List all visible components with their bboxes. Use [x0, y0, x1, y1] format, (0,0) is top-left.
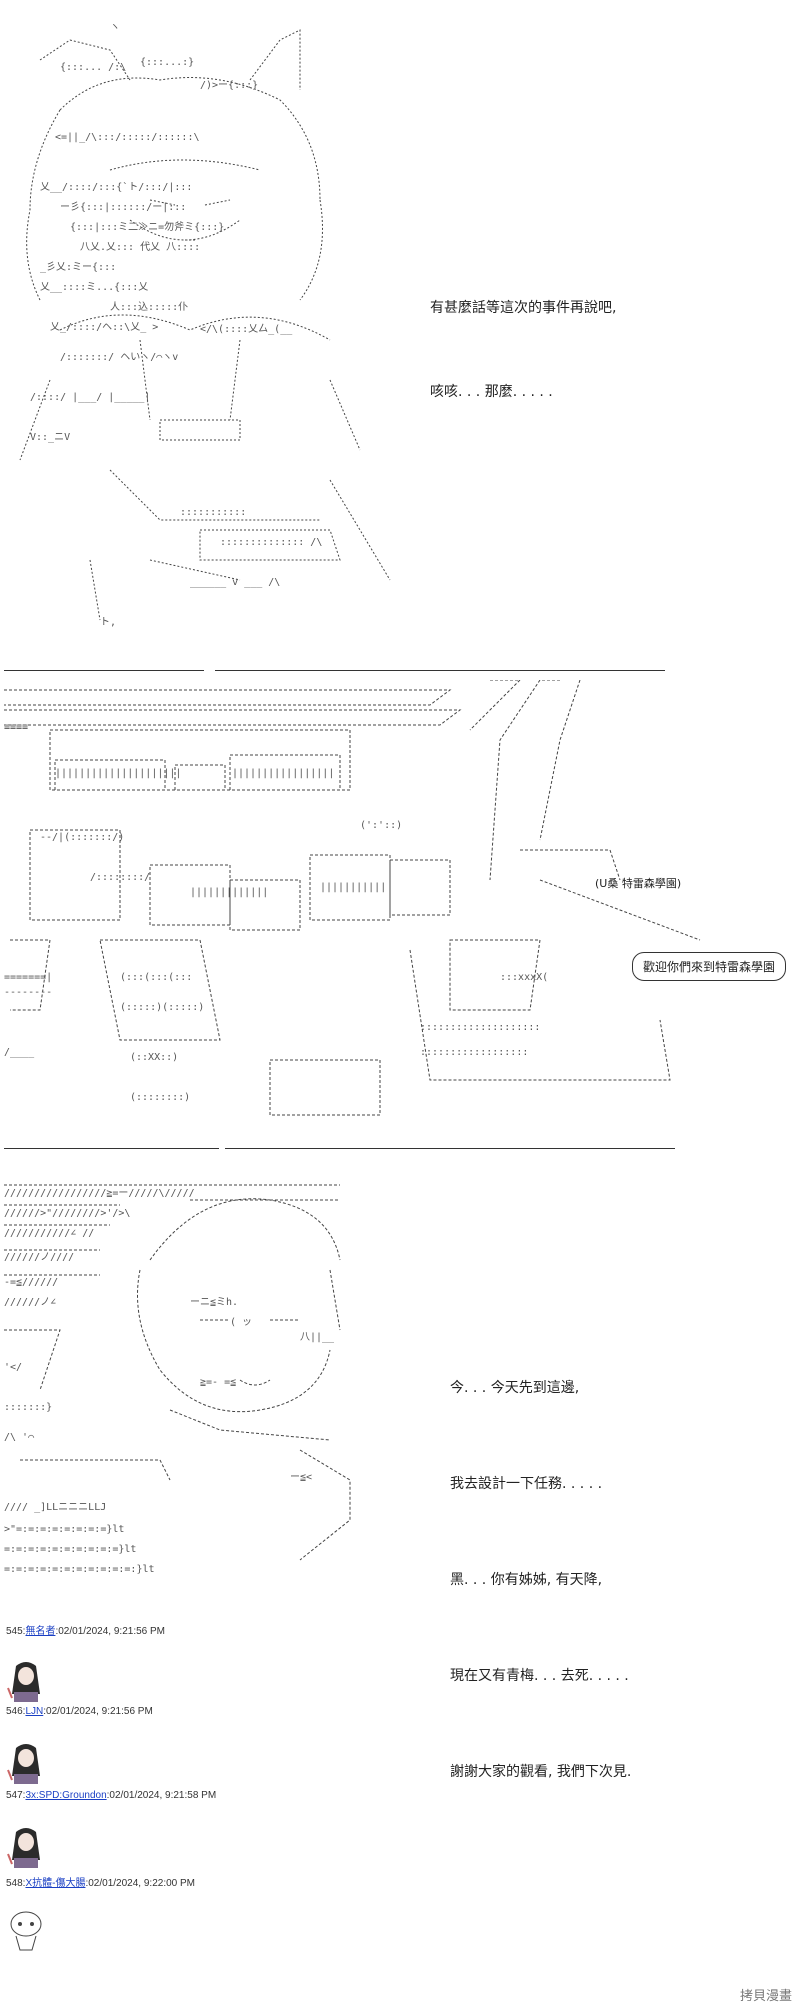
svg-text:/\ '⌒: /\ '⌒: [4, 1432, 34, 1443]
svg-text:--------: --------: [4, 987, 52, 998]
post-number: 546:: [6, 1706, 26, 1717]
svg-text::::::::::::: :::::::::::: [180, 507, 246, 518]
post-time: :02/01/2024, 9:22:00 PM: [85, 1878, 195, 1889]
post-number: 547:: [6, 1790, 26, 1801]
divider: [225, 1148, 675, 1149]
svg-text:::::::::::::::::::: ::::::::::::::::::: [420, 1047, 528, 1058]
svg-text:=:=:=:=:=:=:=:=:=:=:=:}lt: =:=:=:=:=:=:=:=:=:=:=:}lt: [4, 1564, 155, 1575]
svg-text://// _]LLニニニLLJ: //// _]LLニニニLLJ: [4, 1502, 106, 1513]
svg-text:≡≡≡≡: ≡≡≡≡: [4, 722, 28, 733]
post-header: 547:3x:SPD:Groundon:02/01/2024, 9:21:58 …: [6, 1790, 216, 1801]
poster-name-link[interactable]: 無名者: [25, 1626, 56, 1637]
svg-text:人:::込:::::仆: 人:::込:::::仆: [110, 301, 188, 313]
avatar-chibi: [10, 1911, 42, 1951]
avatar: [7, 1662, 40, 1702]
svg-text:( ッ: ( ッ: [230, 1317, 252, 1328]
svg-text://////ノ////: //////ノ////: [4, 1252, 74, 1263]
speech-line: 我去設計一下任務. . . . .: [450, 1476, 603, 1492]
svg-text:|||||||||||||||||: |||||||||||||||||: [232, 768, 334, 779]
poster-name-link[interactable]: 3x:SPD:Groundon: [25, 1790, 107, 1801]
svg-text:-=≦//////: -=≦//////: [4, 1277, 58, 1288]
svg-text:(:::::)(:::::): (:::::)(:::::): [120, 1002, 204, 1013]
svg-text:八乂.乂::: 代乂 八::::: 八乂.乂::: 代乂 八::::: [80, 241, 200, 253]
svg-text:/____: /____: [4, 1047, 35, 1058]
svg-text:ヽ: ヽ: [110, 22, 120, 33]
svg-text:乂__::::ミ...{:::乂: 乂__::::ミ...{:::乂: [40, 282, 148, 293]
aa-panel-school: ≡≡≡≡ ||||||||||||||||||||| |||||||||||||…: [0, 679, 800, 1150]
svg-text:______ v ___ /\: ______ v ___ /\: [190, 577, 280, 588]
svg-text:</\(::::乂厶_(__: </\(::::乂厶_(__: [200, 323, 293, 335]
aa-panel-closing: /////////////////≧=ー/////\///// //////>"…: [0, 1180, 800, 1600]
speech-lines-panel1: 有甚麼話等這次的事件再說吧, 咳咳. . . 那麼. . . . .: [430, 238, 616, 434]
svg-text:/:::::::/ ヘいヽ/⌒ヽv: /:::::::/ ヘいヽ/⌒ヽv: [60, 352, 178, 363]
speech-line: 今. . . 今天先到這邊,: [450, 1380, 580, 1396]
svg-text:{:::...:}: {:::...:}: [140, 57, 194, 68]
post-header: 545:無名者:02/01/2024, 9:21:56 PM: [6, 1622, 165, 1637]
svg-text:<=||_/\:::/:::::/::::::\: <=||_/\:::/:::::/::::::\: [55, 132, 200, 143]
svg-text:::::::::::::::::::::: ::::::::::::::::::::: [420, 1022, 540, 1033]
post-number: 545:: [6, 1626, 26, 1637]
ascii-art-character: ヽ {:::... /:\ {:::...:} /)>ー{:::} <=||_/…: [19, 22, 391, 628]
avatar: [7, 1744, 40, 1784]
ascii-art-school: ≡≡≡≡ ||||||||||||||||||||| |||||||||||||…: [4, 679, 701, 1116]
svg-text:(:::(:::(:::: (:::(:::(:::: [120, 972, 192, 983]
svg-text:(::::::::): (::::::::): [130, 1092, 190, 1103]
svg-text:ト,: ト,: [100, 617, 116, 628]
svg-text::::::::}: :::::::}: [4, 1402, 52, 1413]
svg-text:八||__: 八||__: [300, 1332, 335, 1343]
svg-text:/::::::::/: /::::::::/: [90, 872, 150, 883]
post-time: :02/01/2024, 9:21:56 PM: [55, 1626, 165, 1637]
svg-text:--/|(:::::::/): --/|(:::::::/): [40, 832, 124, 843]
svg-text:V::_ニV: V::_ニV: [30, 432, 70, 443]
svg-text:ーニ≦ミh.: ーニ≦ミh.: [190, 1297, 238, 1308]
svg-text://////>"////////>'/>\: //////>"////////>'/>\: [4, 1208, 130, 1219]
speech-line: 黑. . . 你有姊姊, 有天降,: [450, 1572, 603, 1588]
speech-bubble: 歡迎你們來到特雷森學園: [632, 952, 787, 981]
post-header: 548:X抗體-傷大腸:02/01/2024, 9:22:00 PM: [6, 1874, 195, 1889]
site-watermark: 拷貝漫畫: [739, 1989, 792, 2004]
svg-text:ー彡{:::|::::::/ー|:::: ー彡{:::|::::::/ー|:::: [60, 202, 186, 213]
svg-text:乂_/::::/ヘ::\乂_ >: 乂_/::::/ヘ::\乂_ >: [50, 322, 158, 333]
speech-line: 有甚麼話等這次的事件再說吧,: [430, 300, 617, 316]
avatar: [7, 1828, 40, 1868]
svg-text://///////////////≧=ー/////\////: /////////////////≧=ー/////\/////: [4, 1188, 195, 1199]
speech-line: 現在又有青梅. . . 去死. . . . .: [450, 1668, 629, 1684]
svg-text::::::::::::::: /\: :::::::::::::: /\: [220, 537, 322, 548]
svg-text:=:=:=:=:=:=:=:=:=:=}lt: =:=:=:=:=:=:=:=:=:=}lt: [4, 1544, 136, 1555]
svg-text:>"=:=:=:=:=:=:=:=}lt: >"=:=:=:=:=:=:=:=}lt: [4, 1524, 124, 1535]
svg-text:ー≦<: ー≦<: [290, 1472, 312, 1483]
svg-text::::xxxX(: :::xxxX(: [500, 972, 548, 983]
svg-text:{:::... /:\: {:::... /:\: [60, 62, 126, 73]
poster-name-link[interactable]: X抗體-傷大腸: [25, 1878, 86, 1889]
divider: [4, 1148, 219, 1149]
post-time: :02/01/2024, 9:21:56 PM: [43, 1706, 153, 1717]
svg-text:{:::|:::ミ二≫ニ=勿斧ミ{:::}: {:::|:::ミ二≫ニ=勿斧ミ{:::}: [70, 221, 224, 233]
divider: [215, 670, 665, 671]
location-caption: (U桑 特雷森學園): [595, 877, 682, 890]
speech-line: 咳咳. . . 那麼. . . . .: [430, 384, 553, 400]
speech-line: 謝謝大家的觀看, 我們下次見.: [450, 1764, 632, 1780]
svg-text:|||||||||||: |||||||||||: [320, 882, 386, 893]
svg-text:'</: '</: [4, 1362, 22, 1373]
aa-panel-character: ヽ {:::... /:\ {:::...:} /)>ー{:::} <=||_/…: [0, 0, 800, 650]
svg-text://////ノ∠: //////ノ∠: [4, 1297, 56, 1308]
post-number: 548:: [6, 1878, 26, 1889]
svg-text:(::XX::): (::XX::): [130, 1052, 178, 1063]
svg-text:|||||||||||||: |||||||||||||: [190, 887, 268, 898]
poster-name-link[interactable]: LJN: [25, 1706, 44, 1717]
ascii-art-closing: /////////////////≧=ー/////\///// //////>"…: [4, 1184, 351, 1575]
svg-text:乂__/::::/:::{`ト/:::/|:::: 乂__/::::/:::{`ト/:::/|:::: [40, 181, 192, 193]
post-header: 546:LJN:02/01/2024, 9:21:56 PM: [6, 1706, 153, 1717]
post-time: :02/01/2024, 9:21:58 PM: [106, 1790, 217, 1801]
svg-text:≧=- =≦: ≧=- =≦: [200, 1377, 236, 1388]
svg-text:|||||||||||||||||||||: |||||||||||||||||||||: [55, 768, 181, 779]
svg-text:=======|: =======|: [4, 972, 52, 983]
svg-text:/::::/ |___/ |_____|: /::::/ |___/ |_____|: [30, 392, 150, 403]
svg-text:///////////∠ //: ///////////∠ //: [4, 1228, 94, 1239]
svg-text:/)>ー{:::}: /)>ー{:::}: [200, 80, 258, 91]
divider: [4, 670, 204, 671]
svg-text:_彡乂:ミー{:::: _彡乂:ミー{:::: [40, 262, 116, 273]
svg-text:(':'::): (':'::): [360, 820, 402, 831]
speech-lines-panel3: 今. . . 今天先到這邊, 我去設計一下任務. . . . . 黑. . . …: [450, 1308, 631, 1820]
